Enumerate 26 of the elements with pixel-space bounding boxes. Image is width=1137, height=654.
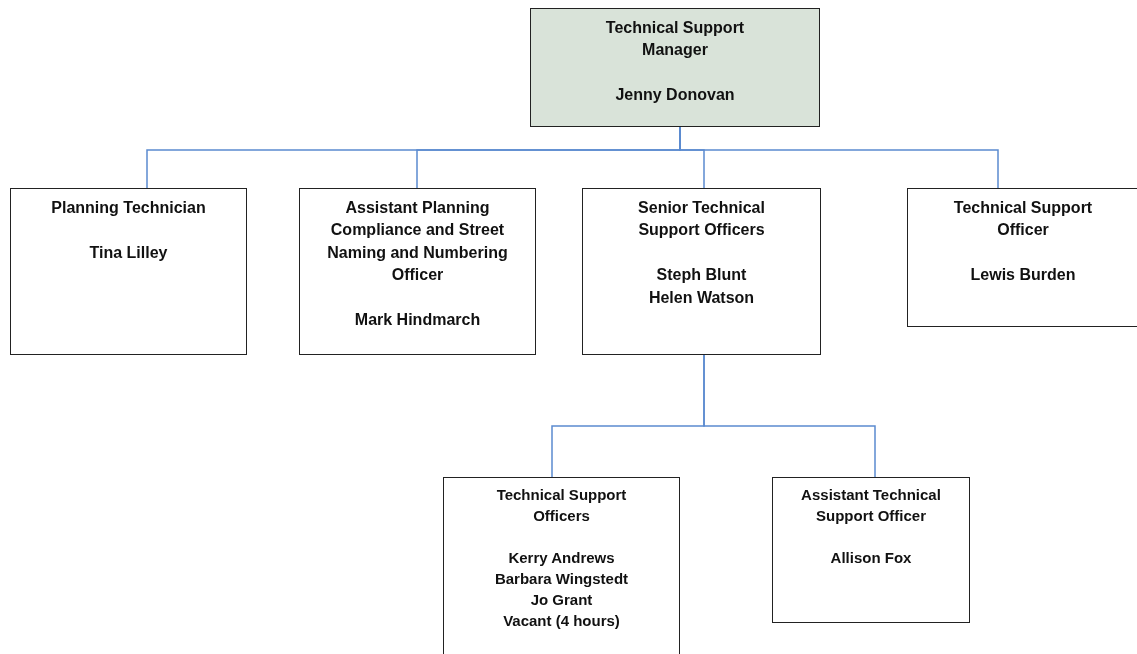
role-box	[10, 188, 247, 355]
role-box	[582, 188, 821, 355]
person-name: Steph Blunt	[656, 265, 747, 286]
role-box	[530, 8, 820, 127]
role-box	[772, 477, 970, 623]
role-box	[299, 188, 536, 355]
role-title: Technical Support Manager	[604, 18, 746, 61]
person-name: Jo Grant	[530, 590, 593, 610]
role-title: Senior Technical Support Officers	[637, 198, 766, 241]
role-box	[443, 477, 680, 654]
person-name: Tina Lilley	[89, 242, 168, 263]
role-title: Assistant Technical Support Officer	[800, 485, 942, 526]
person-name: Jenny Donovan	[615, 85, 735, 106]
person-name: Allison Fox	[830, 548, 912, 568]
person-name: Barbara Wingstedt	[494, 569, 629, 589]
person-name: Vacant (4 hours)	[503, 611, 620, 631]
person-name: Kerry Andrews	[508, 548, 615, 568]
role-title: Assistant Planning Compliance and Street Naming and Numbering Officer	[326, 198, 509, 286]
person-name: Helen Watson	[648, 287, 755, 308]
connector-line	[703, 354, 876, 478]
role-title: Technical Support Officer	[952, 198, 1094, 241]
person-name: Mark Hindmarch	[354, 309, 481, 330]
person-name: Lewis Burden	[970, 265, 1076, 286]
role-title: Planning Technician	[51, 198, 206, 218]
role-title: Technical Support Officers	[495, 485, 628, 526]
role-box	[907, 188, 1137, 327]
